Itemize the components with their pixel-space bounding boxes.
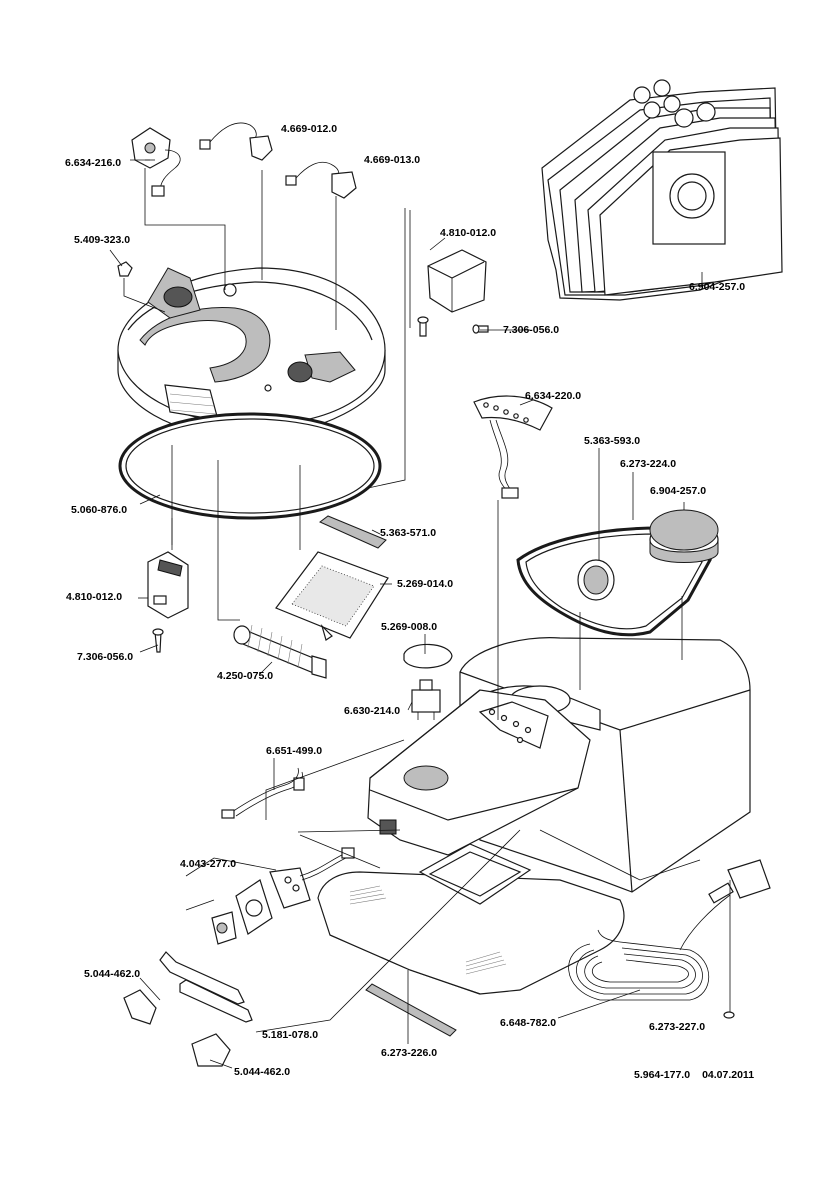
motor-head [117,267,386,439]
filter-cassette-5269014 [275,551,389,641]
label-6630214: 6.630-214.0 [344,705,401,717]
label-4250075: 4.250-075.0 [217,670,274,682]
round-filter-pad [649,509,719,563]
document-footer: 5.964-177.0 04.07.2011 [634,1069,754,1081]
label-6904257-filter: 6.904-257.0 [650,485,707,497]
label-5181078: 5.181-078.0 [262,1029,319,1041]
label-5269008: 5.269-008.0 [381,621,438,633]
label-4810012-right: 4.810-012.0 [440,227,497,239]
label-6634216: 6.634-216.0 [65,157,122,169]
front-cover [367,689,591,856]
wiring-harness [221,767,305,819]
seal-ring [118,412,382,520]
label-5409323: 5.409-323.0 [74,234,131,246]
document-date: 04.07.2011 [702,1069,755,1081]
display-flex-cable [473,395,553,499]
wheel-bracket-lower [191,1033,231,1067]
label-4043277: 4.043-277.0 [180,858,237,870]
drive-motor-right [417,249,489,337]
rubber-foot [723,1011,735,1019]
label-5363593: 5.363-593.0 [584,435,641,447]
base-plate [317,843,625,995]
brush-roller-4250075 [233,624,327,679]
wheel-bracket-upper [123,989,157,1025]
label-6273227: 6.273-227.0 [649,1021,706,1033]
label-6634220: 6.634-220.0 [525,390,582,402]
button-cap [403,643,453,669]
bumper-strips [159,951,253,1023]
label-6273226: 6.273-226.0 [381,1047,438,1059]
dust-bags-illustration [541,79,783,301]
label-7306056-right: 7.306-056.0 [503,324,560,336]
microswitch-4669012 [199,122,273,161]
label-5060876: 5.060-876.0 [71,504,128,516]
charging-contacts-board [211,847,355,945]
foam-strip [365,983,457,1037]
push-switch [411,679,441,720]
switch-plate-with-cable [131,127,181,197]
label-5044462-lower: 5.044-462.0 [234,1066,291,1078]
power-cable-coil [568,859,771,1001]
label-6648782: 6.648-782.0 [500,1017,557,1029]
label-5363571: 5.363-571.0 [380,527,437,539]
label-6904257-bags: 6.904-257.0 [689,281,746,293]
label-4810012-left: 4.810-012.0 [66,591,123,603]
filter-strip-5363571 [319,515,387,549]
microswitch-4669013 [285,161,357,199]
label-6651499: 6.651-499.0 [266,745,323,757]
label-7306056-left: 7.306-056.0 [77,651,134,663]
label-6273224: 6.273-224.0 [620,458,677,470]
label-5044462-upper: 5.044-462.0 [84,968,141,980]
label-5269014: 5.269-014.0 [397,578,454,590]
document-number: 5.964-177.0 [634,1069,691,1081]
label-4669012: 4.669-012.0 [281,123,338,135]
drive-motor-left [147,551,189,653]
leader-lines [109,159,731,1069]
label-4669013: 4.669-013.0 [364,154,421,166]
